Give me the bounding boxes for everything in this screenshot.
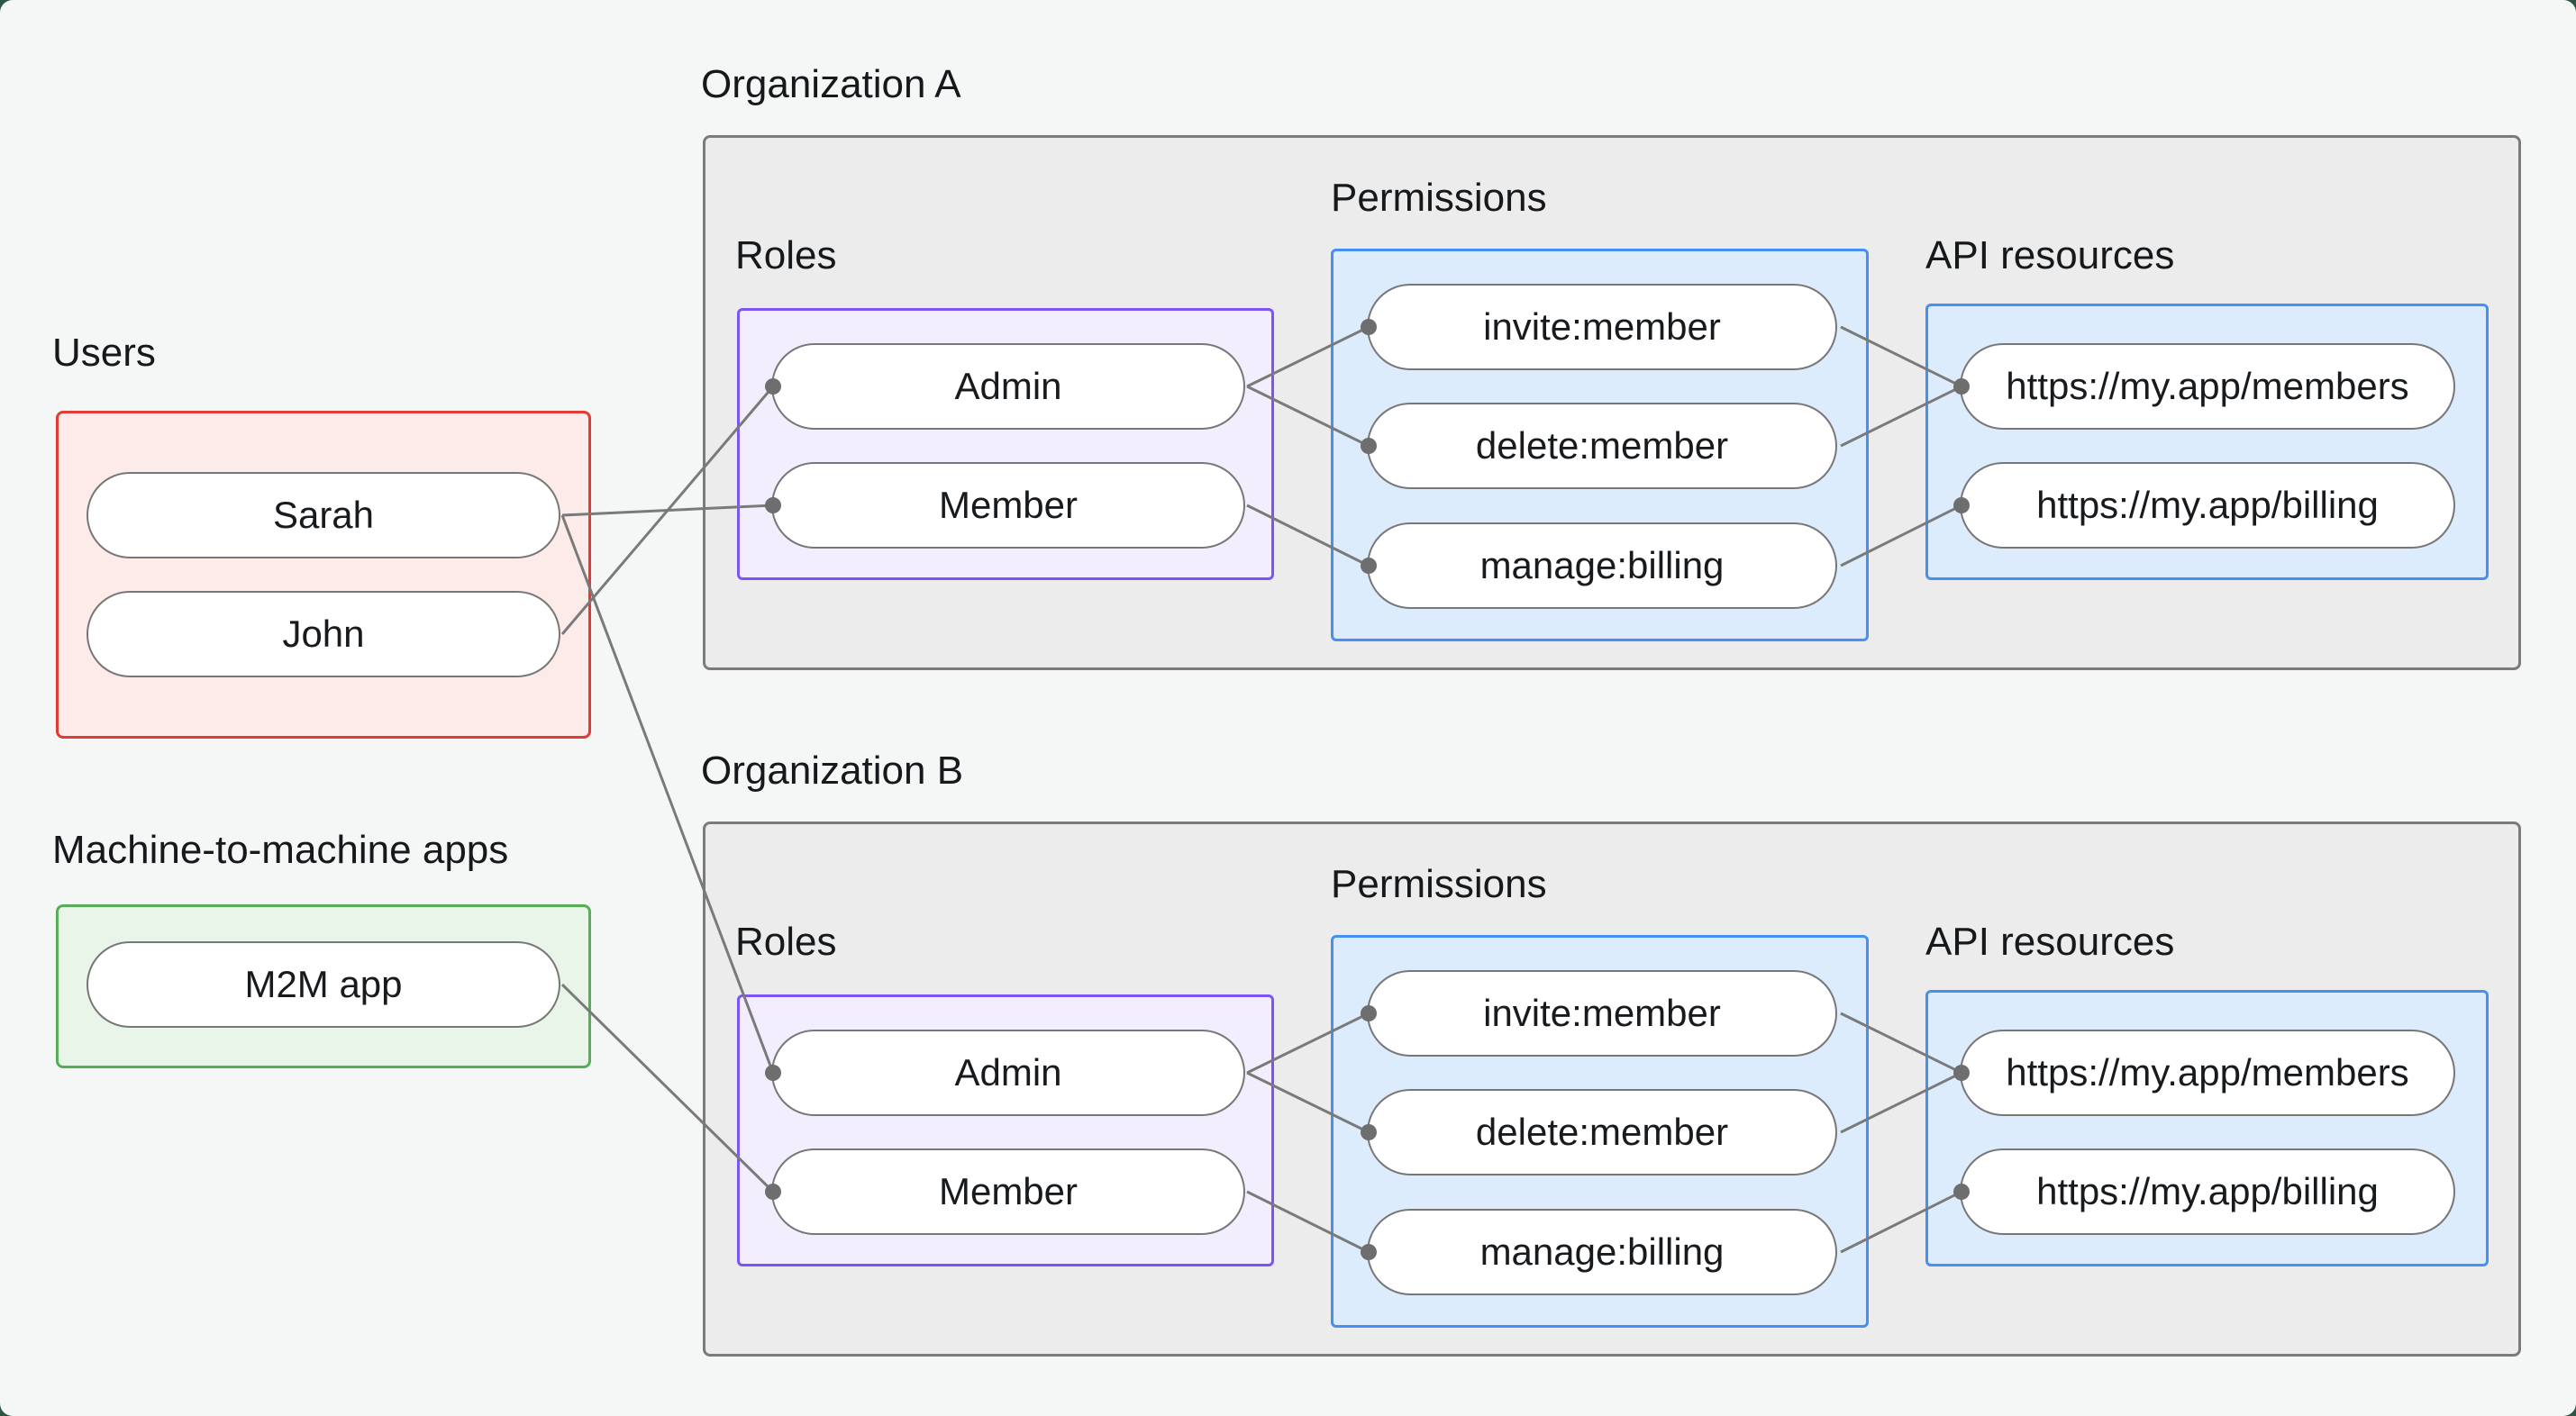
- user-node-john: John: [86, 591, 560, 677]
- org-b-api-billing: https://my.app/billing: [1960, 1148, 2455, 1235]
- organization-a-label: Organization A: [701, 62, 961, 106]
- users-label: Users: [52, 331, 156, 375]
- org-a-api-members: https://my.app/members: [1960, 343, 2455, 430]
- organization-b-label: Organization B: [701, 749, 964, 793]
- users-group-box: [56, 411, 591, 739]
- org-a-role-admin: Admin: [771, 343, 1245, 430]
- org-b-role-member: Member: [771, 1148, 1245, 1235]
- user-node-sarah: Sarah: [86, 472, 560, 558]
- org-a-permission-manage-billing: manage:billing: [1367, 522, 1837, 609]
- org-a-role-member: Member: [771, 462, 1245, 549]
- org-a-api-resources-label: API resources: [1925, 233, 2175, 277]
- org-b-roles-label: Roles: [735, 920, 837, 964]
- org-b-permission-invite-member: invite:member: [1367, 970, 1837, 1057]
- org-b-permission-delete-member: delete:member: [1367, 1089, 1837, 1175]
- org-a-permissions-label: Permissions: [1331, 176, 1547, 220]
- org-b-api-resources-label: API resources: [1925, 920, 2175, 964]
- org-a-permission-invite-member: invite:member: [1367, 284, 1837, 370]
- org-a-api-billing: https://my.app/billing: [1960, 462, 2455, 549]
- org-a-permission-delete-member: delete:member: [1367, 403, 1837, 489]
- org-b-role-admin: Admin: [771, 1030, 1245, 1116]
- m2m-label: Machine-to-machine apps: [52, 828, 509, 872]
- org-b-permissions-label: Permissions: [1331, 862, 1547, 906]
- org-b-permission-manage-billing: manage:billing: [1367, 1209, 1837, 1295]
- m2m-app-node: M2M app: [86, 941, 560, 1028]
- org-b-api-members: https://my.app/members: [1960, 1030, 2455, 1116]
- org-a-roles-label: Roles: [735, 233, 837, 277]
